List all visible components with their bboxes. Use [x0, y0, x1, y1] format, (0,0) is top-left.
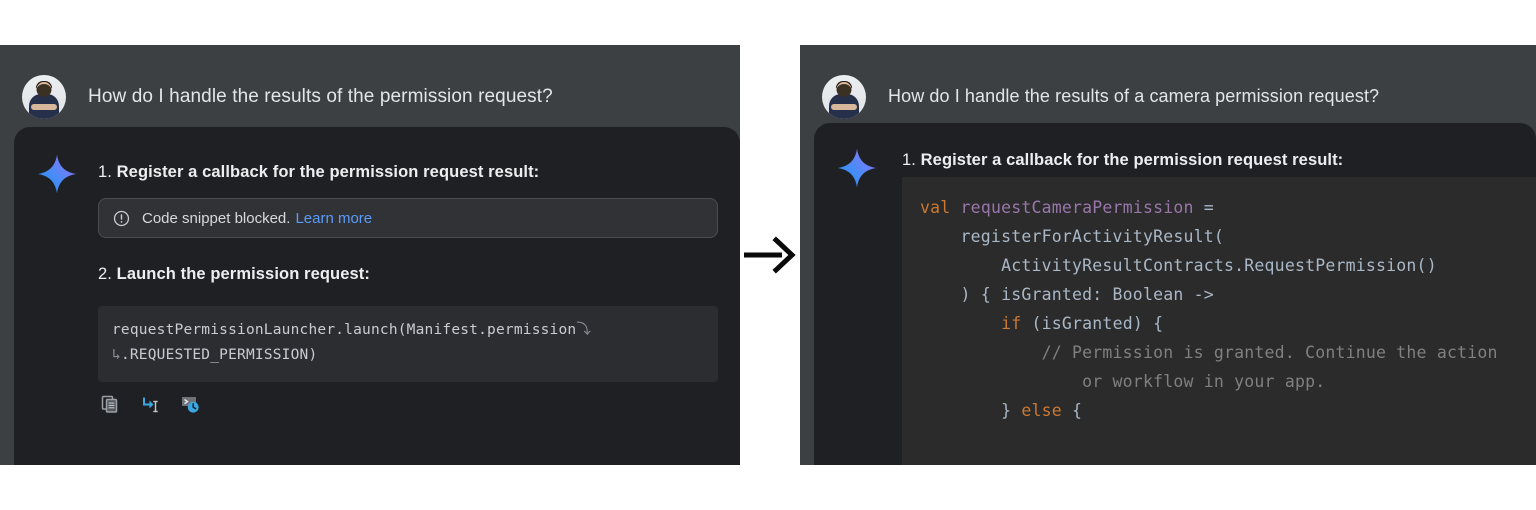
code-wrap-start-marker: ↳ [112, 347, 121, 363]
response-body: 1. Register a callback for the permissio… [902, 123, 1536, 465]
code-token: requestCameraPermission [960, 198, 1194, 217]
code-snippet-block[interactable]: val requestCameraPermission = registerFo… [902, 177, 1536, 465]
code-line: if (isGranted) { [920, 309, 1536, 338]
code-token: { [1061, 401, 1083, 420]
code-action-bar [98, 394, 718, 414]
step-1-heading: 1. Register a callback for the permissio… [98, 163, 718, 182]
user-avatar [822, 75, 866, 119]
learn-more-link[interactable]: Learn more [295, 209, 373, 227]
code-line-2: .REQUESTED_PERMISSION) [120, 347, 318, 363]
editor-gutter-strip [0, 45, 14, 465]
avatar-hair [36, 81, 52, 89]
code-line: ActivityResultContracts.RequestPermissio… [920, 251, 1536, 280]
arrow-right-icon [744, 236, 796, 274]
code-token: val [920, 198, 961, 217]
code-token: } [920, 401, 1022, 420]
user-prompt-row: How do I handle the results of a camera … [814, 67, 1536, 127]
code-line: ) { isGranted: Boolean -> [920, 280, 1536, 309]
assistant-response-card: 1. Register a callback for the permissio… [814, 123, 1536, 465]
code-token: if [1001, 314, 1022, 333]
code-line: val requestCameraPermission = [920, 193, 1536, 222]
code-snippet-blocked-notice: Code snippet blocked. Learn more [98, 198, 718, 238]
step-1-title: Register a callback for the permission r… [920, 151, 1344, 169]
gemini-sparkle-icon [837, 148, 877, 188]
run-in-terminal-icon[interactable] [180, 394, 200, 414]
gemini-sparkle-icon [37, 154, 77, 194]
code-line: } else { [920, 396, 1536, 425]
step-1-title: Register a callback for the permission r… [116, 163, 540, 181]
step-1-heading: 1. Register a callback for the permissio… [902, 151, 1536, 170]
code-token: // Permission is granted. Continue the a… [920, 343, 1498, 362]
step-1-number: 1. [98, 163, 112, 181]
after-panel: How do I handle the results of a camera … [800, 45, 1536, 465]
code-line: // Permission is granted. Continue the a… [920, 338, 1536, 367]
code-token: = [1193, 198, 1214, 217]
avatar-arms [31, 104, 57, 111]
warning-circle-icon [113, 210, 130, 226]
step-1-number: 1. [902, 151, 916, 169]
copy-icon[interactable] [100, 394, 120, 414]
user-avatar [22, 75, 66, 119]
code-token [920, 314, 1001, 333]
code-token: (isGranted) { [1021, 314, 1164, 333]
response-body: 1. Register a callback for the permissio… [98, 127, 718, 465]
code-line: registerForActivityResult( [920, 222, 1536, 251]
code-wrap-end-marker: ⤵ [576, 322, 592, 338]
blocked-message: Code snippet blocked. [142, 209, 291, 227]
before-panel: How do I handle the results of the permi… [0, 45, 740, 465]
step-2-heading: 2. Launch the permission request: [98, 265, 718, 284]
code-line: or workflow in your app. [920, 367, 1536, 396]
avatar-hair [836, 81, 852, 89]
code-line-1: requestPermissionLauncher.launch(Manifes… [112, 322, 577, 338]
code-token: ActivityResultContracts.RequestPermissio… [920, 256, 1437, 275]
avatar-arms [831, 104, 857, 111]
editor-gutter-strip [800, 45, 814, 465]
assistant-response-card: 1. Register a callback for the permissio… [14, 127, 740, 465]
code-token: ) { isGranted: Boolean -> [920, 285, 1214, 304]
insert-at-cursor-icon[interactable] [140, 394, 160, 414]
step-2-number: 2. [98, 265, 112, 283]
user-prompt-text: How do I handle the results of the permi… [88, 85, 553, 107]
user-prompt-text: How do I handle the results of a camera … [888, 86, 1380, 107]
user-prompt-row: How do I handle the results of the permi… [14, 67, 740, 127]
code-snippet-block[interactable]: requestPermissionLauncher.launch(Manifes… [98, 306, 718, 382]
code-token: or workflow in your app. [920, 372, 1326, 391]
code-token: else [1021, 401, 1062, 420]
step-2-title: Launch the permission request: [116, 265, 370, 283]
code-token: registerForActivityResult( [920, 227, 1225, 246]
